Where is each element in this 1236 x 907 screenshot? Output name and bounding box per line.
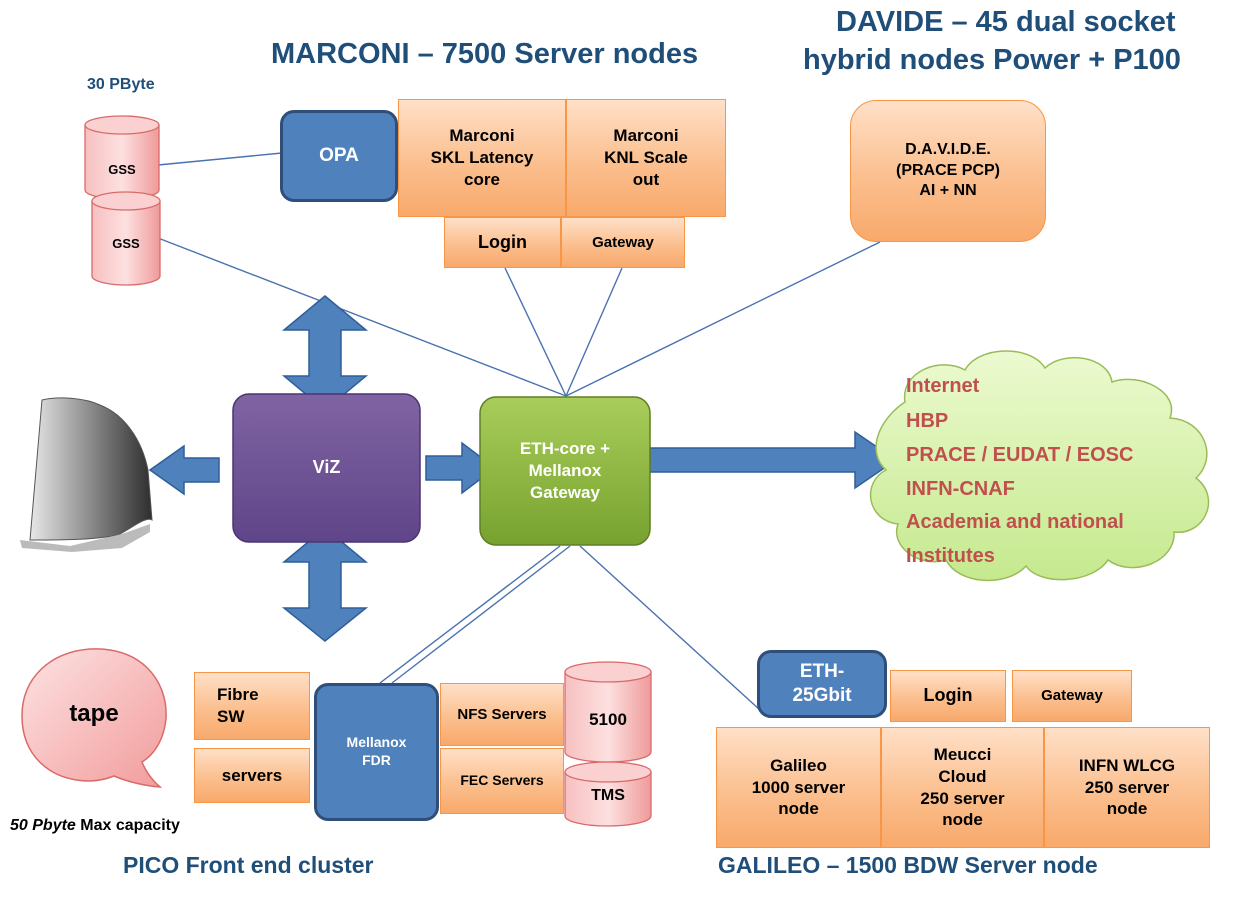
- servers-box: servers: [194, 748, 310, 803]
- arrow-viz-pico: [281, 527, 369, 642]
- galileo-title: GALILEO – 1500 BDW Server node: [718, 852, 1098, 878]
- cloud-shape: [869, 350, 1210, 582]
- link-gss-eth: [157, 237, 567, 397]
- link-gateway-eth: [565, 267, 623, 397]
- arrow-eth-cloud: [649, 430, 898, 490]
- mellanox-fdr-box: Mellanox FDR: [314, 683, 439, 821]
- disk-5100: [564, 661, 652, 763]
- tape-label: tape: [69, 700, 119, 727]
- davide-title-line1: DAVIDE – 45 dual socket: [836, 6, 1176, 38]
- link-eth-fdr-1: [379, 545, 561, 684]
- fec-servers-box: FEC Servers: [440, 748, 564, 814]
- galileo-nodes-box: Galileo 1000 server node: [716, 727, 881, 848]
- link-eth-eth25: [579, 545, 761, 711]
- link-login-eth: [504, 267, 567, 397]
- infn-wlcg-box: INFN WLCG 250 server node: [1044, 727, 1210, 848]
- nfs-servers-box: NFS Servers: [440, 683, 564, 746]
- pico-title: PICO Front end cluster: [123, 852, 374, 878]
- marconi-title: MARCONI – 7500 Server nodes: [271, 38, 699, 70]
- tape-bubble: [21, 648, 167, 788]
- curved-display-icon: [20, 397, 153, 552]
- cloud-line-academia: Academia and national: [906, 511, 1124, 533]
- link-gss-opa: [157, 152, 283, 166]
- arrow-viz-eth: [425, 441, 497, 495]
- opa-box: OPA: [280, 110, 398, 202]
- cloud-line-prace: PRACE / EUDAT / EOSC: [906, 444, 1134, 466]
- marconi-gateway-box: Gateway: [561, 217, 685, 268]
- meucci-cloud-box: Meucci Cloud 250 server node: [881, 727, 1044, 848]
- galileo-login-box: Login: [890, 670, 1006, 722]
- cloud-line-institutes: Institutes: [906, 545, 995, 567]
- gss-disk-bottom: [91, 191, 161, 286]
- fibre-sw-box: Fibre SW: [194, 672, 310, 740]
- marconi-knl-box: Marconi KNL Scale out: [566, 99, 726, 217]
- viz-label: ViZ: [312, 457, 341, 478]
- davide-box: D.A.V.I.D.E. (PRACE PCP) AI + NN: [850, 100, 1046, 242]
- tape-capacity: 50 Pbyte Max capacity: [10, 817, 180, 835]
- gss-label-top: GSS: [108, 162, 136, 177]
- storage-capacity-label: 30 PByte: [87, 76, 155, 93]
- arrow-viz-display: [148, 444, 220, 496]
- galileo-gateway-box: Gateway: [1012, 670, 1132, 722]
- disk-5100-label: 5100: [589, 710, 627, 729]
- viz-box: [232, 393, 421, 543]
- tape-capacity-label: Max capacity: [80, 817, 180, 834]
- link-davide-eth: [565, 241, 881, 397]
- marconi-login-box: Login: [444, 217, 561, 268]
- gss-disk-top: [84, 115, 160, 200]
- cloud-line-infn-cnaf: INFN-CNAF: [906, 478, 1015, 500]
- marconi-skl-box: Marconi SKL Latency core: [398, 99, 566, 217]
- cloud-line-internet: Internet: [906, 375, 980, 397]
- eth-25gbit-box: ETH- 25Gbit: [757, 650, 887, 718]
- eth-core-box: [479, 396, 651, 546]
- disk-tms: [564, 761, 652, 827]
- davide-title-line2: hybrid nodes Power + P100: [803, 44, 1181, 76]
- disk-tms-label: TMS: [591, 787, 625, 804]
- cloud-line-hbp: HBP: [906, 410, 949, 432]
- eth-core-label: ETH-core + Mellanox Gateway: [519, 439, 611, 502]
- gss-label-bottom: GSS: [112, 236, 140, 251]
- link-eth-fdr-2: [391, 545, 571, 684]
- tape-capacity-value: 50 Pbyte: [10, 817, 76, 834]
